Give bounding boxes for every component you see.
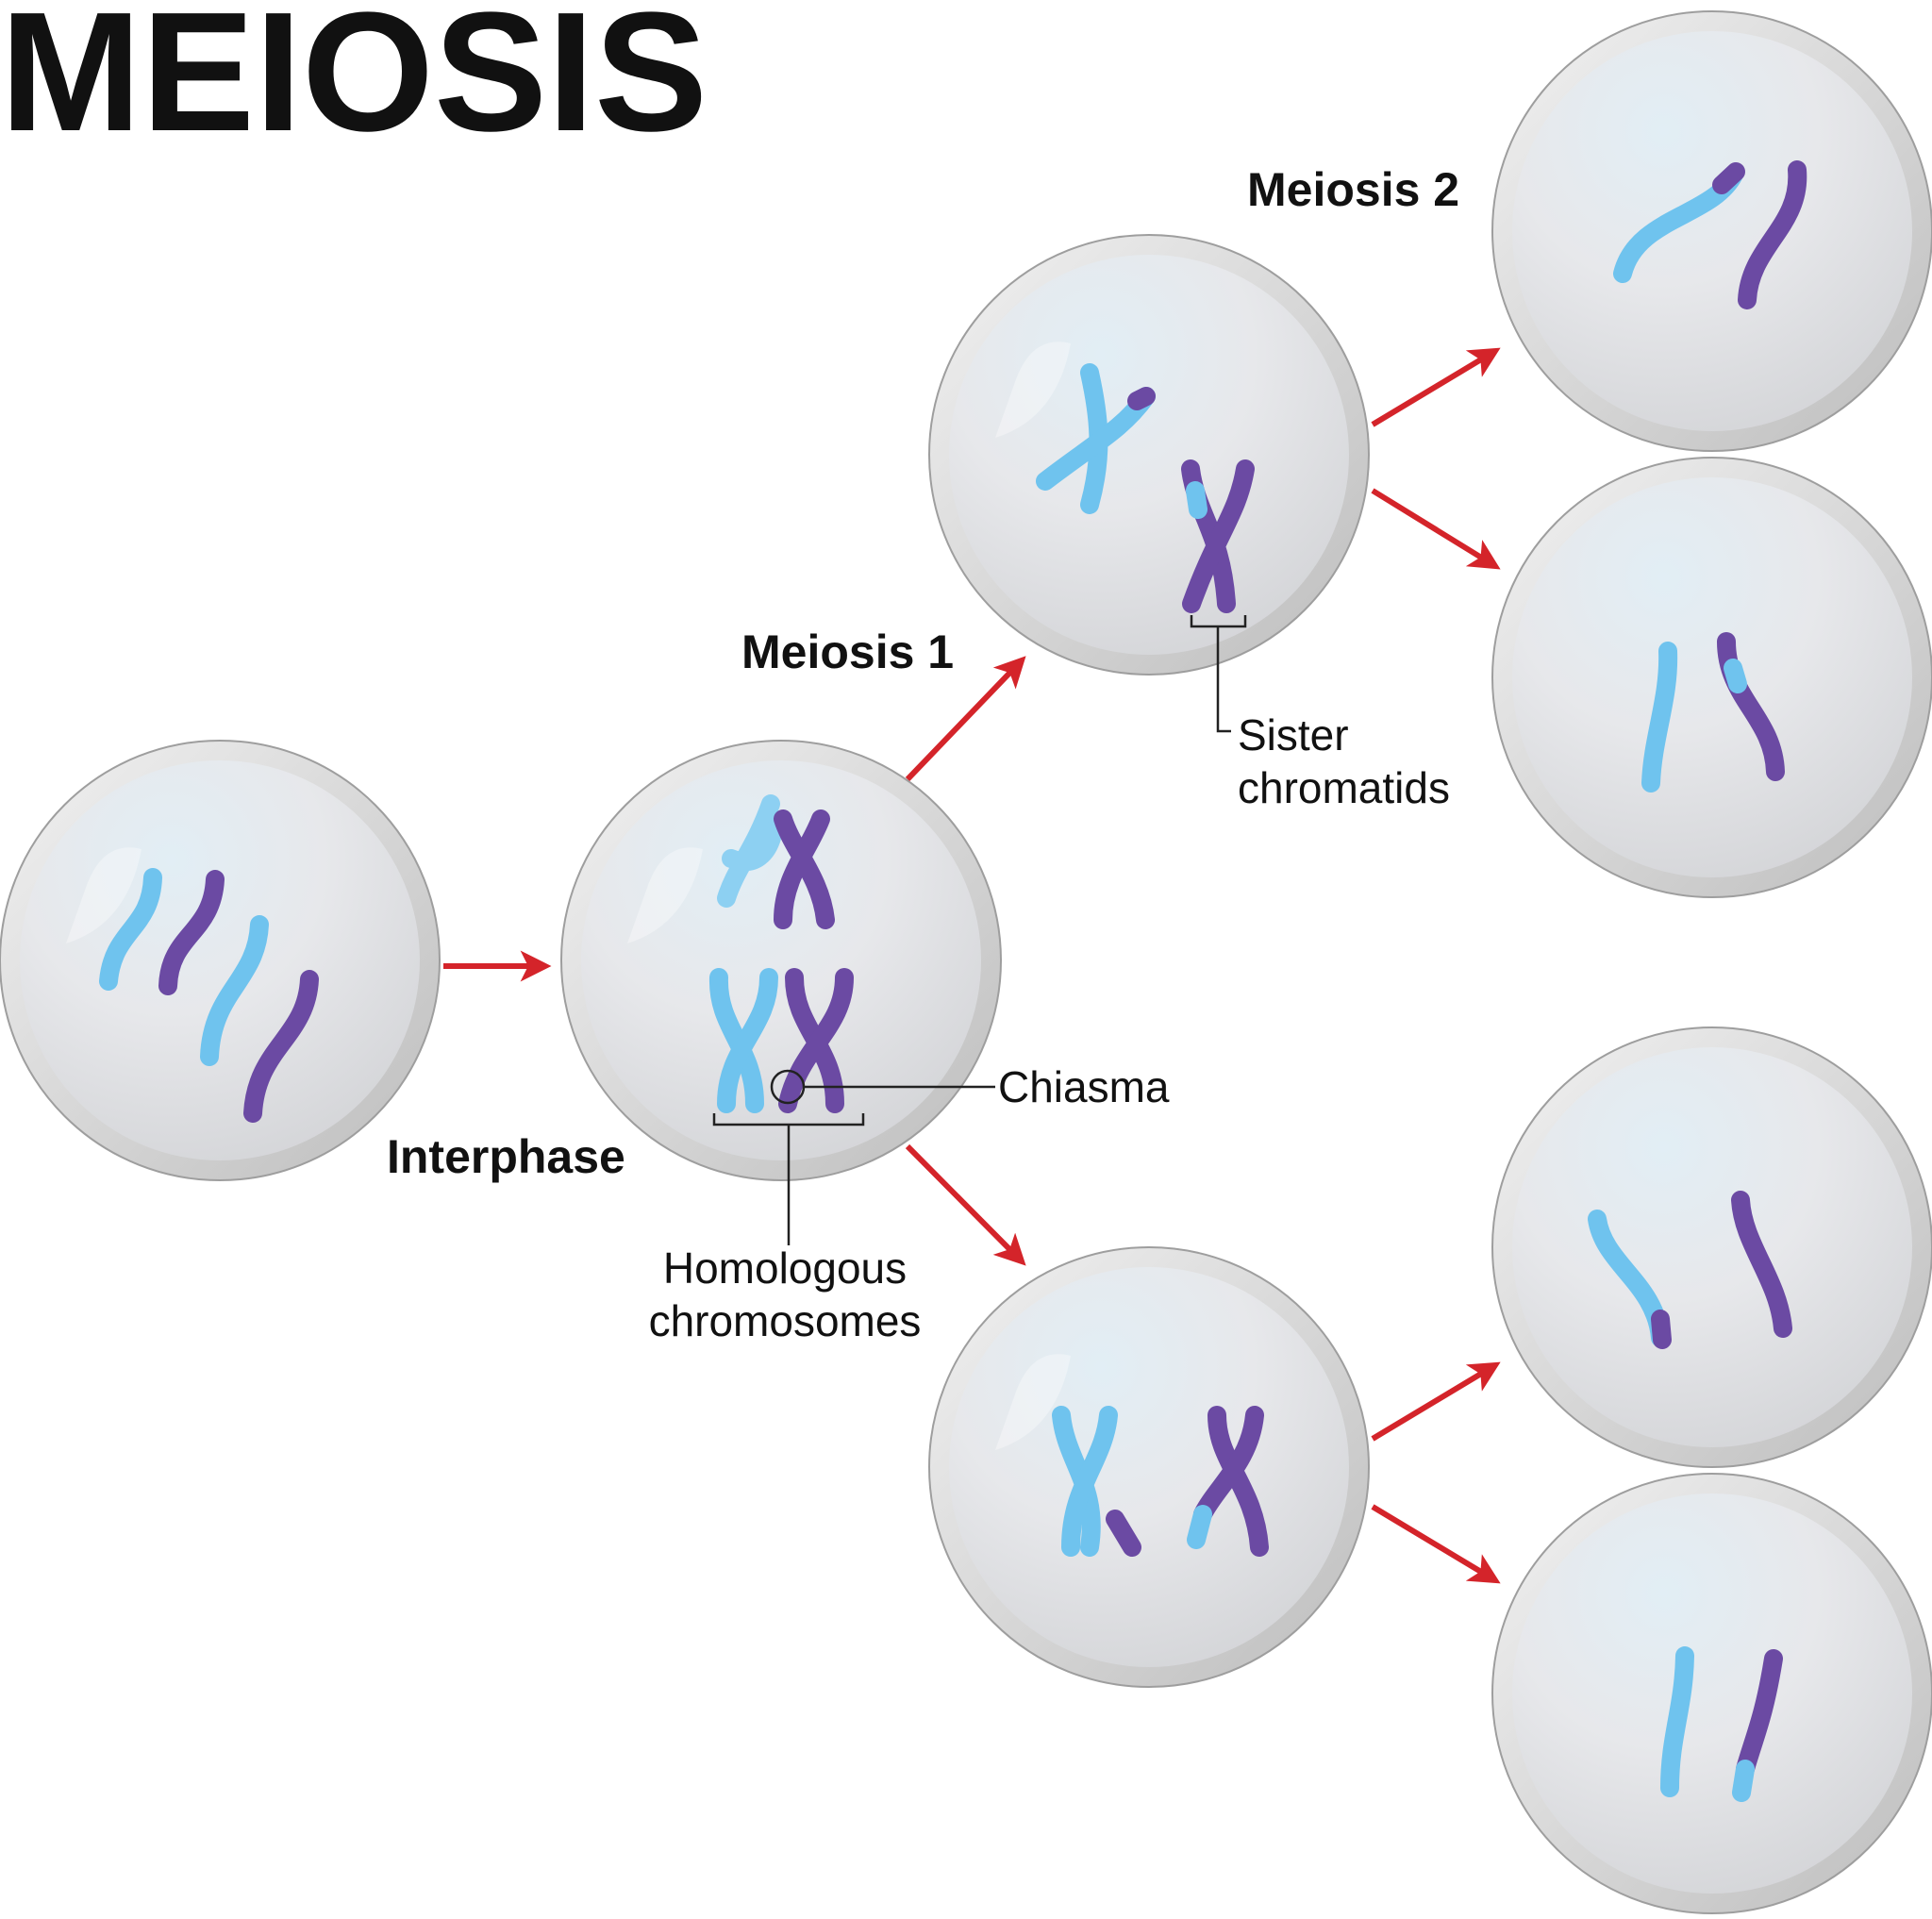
arrow-to-gamete-3: [1371, 1361, 1501, 1442]
arrow-to-gamete-1: [1371, 347, 1501, 427]
gamete-cell-3: [1491, 1026, 1932, 1468]
stage-label-meiosis2: Meiosis 2: [1247, 163, 1459, 216]
stage-label-interphase: Interphase: [387, 1130, 625, 1183]
sister-label-line2: chromatids: [1238, 763, 1450, 812]
chromosome-dark: [243, 970, 319, 1123]
gamete-cell-2: [1491, 457, 1932, 898]
arrows: [443, 347, 1501, 1584]
arrow-to-lower-meiosis2-cell: [905, 1143, 1026, 1266]
chromosome-light: [99, 868, 162, 991]
gamete-cell-1: [1491, 10, 1932, 452]
homologous-label-line2: chromosomes: [649, 1296, 922, 1345]
cell-interphase: [0, 740, 441, 1181]
leader-lines: [787, 626, 1231, 1245]
chiasma-label: Chiasma: [998, 1062, 1170, 1111]
chromosome-light: [200, 915, 269, 1066]
chromosome-dark: [158, 870, 225, 995]
gamete-cell-4: [1491, 1473, 1932, 1914]
arrow-to-gamete-2: [1371, 488, 1501, 570]
cell-meiosis1: [560, 740, 1002, 1181]
page-title: MEIOSIS: [0, 0, 708, 167]
cell-meiosis2-upper: [928, 234, 1370, 676]
arrow-to-gamete-4: [1371, 1504, 1501, 1584]
cell-meiosis2-lower: [928, 1246, 1370, 1688]
stage-label-meiosis1: Meiosis 1: [741, 626, 954, 678]
arrow-to-upper-meiosis2-cell: [905, 656, 1026, 782]
sister-label-line1: Sister: [1238, 710, 1349, 759]
homologous-label-line1: Homologous: [663, 1243, 907, 1293]
